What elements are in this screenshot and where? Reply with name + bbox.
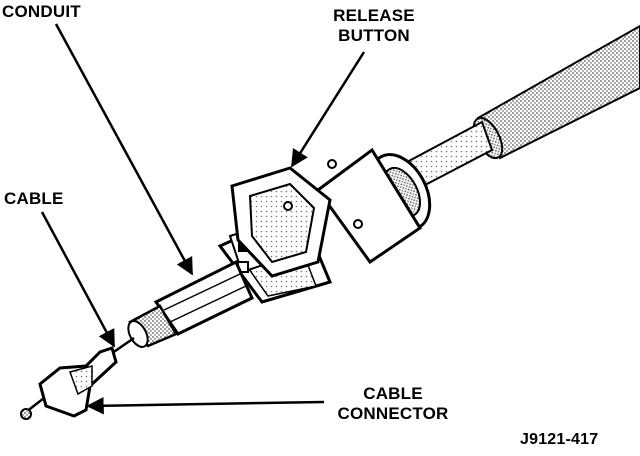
cable-connector-label-line2: CONNECTOR bbox=[337, 404, 449, 423]
release-button-leader bbox=[290, 51, 366, 168]
cable-leader bbox=[40, 211, 116, 348]
figure-id: J9121-417 bbox=[520, 431, 599, 448]
conduit-label: CONDUIT bbox=[2, 2, 81, 21]
cable-label: CABLE bbox=[4, 189, 64, 208]
release-button bbox=[230, 166, 332, 278]
conduit-leader bbox=[54, 23, 194, 276]
cable-connector-label: CABLE CONNECTOR bbox=[328, 384, 458, 424]
conduit bbox=[127, 259, 254, 348]
leader-lines bbox=[40, 23, 366, 415]
cable-connector-label-line1: CABLE bbox=[363, 384, 423, 403]
cable-connector bbox=[20, 346, 118, 420]
steering-column bbox=[390, 24, 640, 198]
release-button-label: RELEASE BUTTON bbox=[332, 6, 416, 46]
release-button-label-line2: BUTTON bbox=[338, 26, 410, 45]
release-button-label-line1: RELEASE bbox=[333, 6, 415, 25]
cable-connector-leader bbox=[86, 396, 325, 415]
